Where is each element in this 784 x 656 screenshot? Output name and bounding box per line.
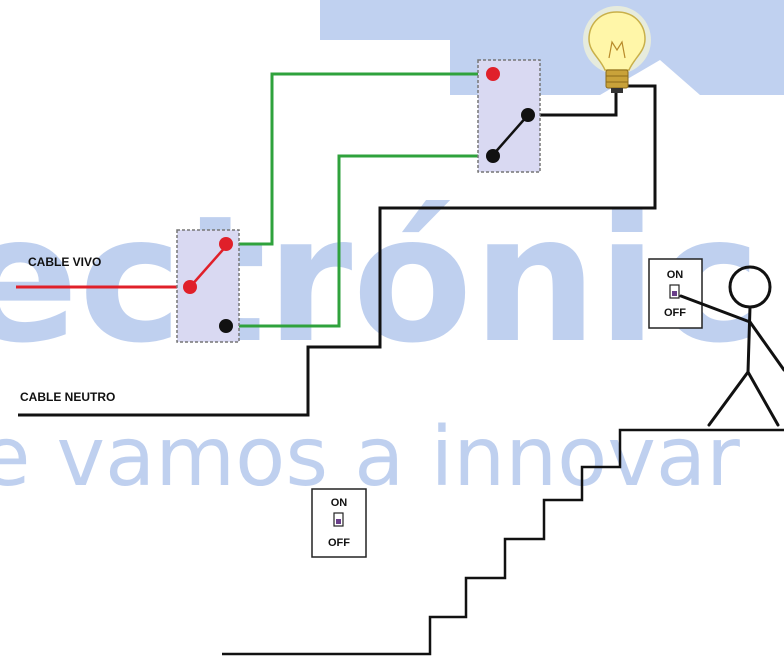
wall-switch-plate-top: ON OFF [648, 258, 703, 329]
switch-1-terminal-bottom [219, 319, 233, 333]
watermark-logo-shape [320, 0, 784, 95]
switch-1-terminal-top [219, 237, 233, 251]
switch-to-bulb-wire [528, 92, 618, 117]
person-body [746, 305, 752, 374]
staircase [222, 428, 784, 656]
switch-plate-top-on: ON [667, 269, 684, 281]
stick-figure-person [679, 265, 784, 427]
person-leg-left [707, 370, 750, 427]
traveler-wire-top [228, 72, 486, 246]
watermark-line-2: e vamos a innovar [0, 410, 740, 505]
switch-2-terminal-bottom [486, 149, 500, 163]
person-arm-left [679, 294, 752, 324]
three-way-switch-2 [477, 59, 541, 173]
cable-vivo-label: CABLE VIVO [28, 255, 101, 269]
switch-1-terminal-common [183, 280, 197, 294]
three-way-switch-1 [176, 229, 240, 343]
switch-1-lever [189, 243, 229, 288]
switch-plate-bottom-on: ON [331, 497, 348, 509]
switch-2-terminal-top [486, 67, 500, 81]
person-arm-right [748, 320, 784, 372]
switch-2-terminal-common [521, 108, 535, 122]
light-bulb-icon [583, 6, 651, 93]
cable-neutro-label: CABLE NEUTRO [20, 390, 115, 404]
person-leg-right [746, 370, 780, 427]
switch-plate-bottom-off: OFF [328, 537, 350, 549]
wall-switch-plate-bottom: ON OFF [311, 488, 367, 558]
switch-2-lever [491, 114, 529, 157]
traveler-wire-bottom [228, 154, 492, 328]
switch-plate-top-off: OFF [664, 307, 686, 319]
neutral-wire [18, 84, 657, 417]
